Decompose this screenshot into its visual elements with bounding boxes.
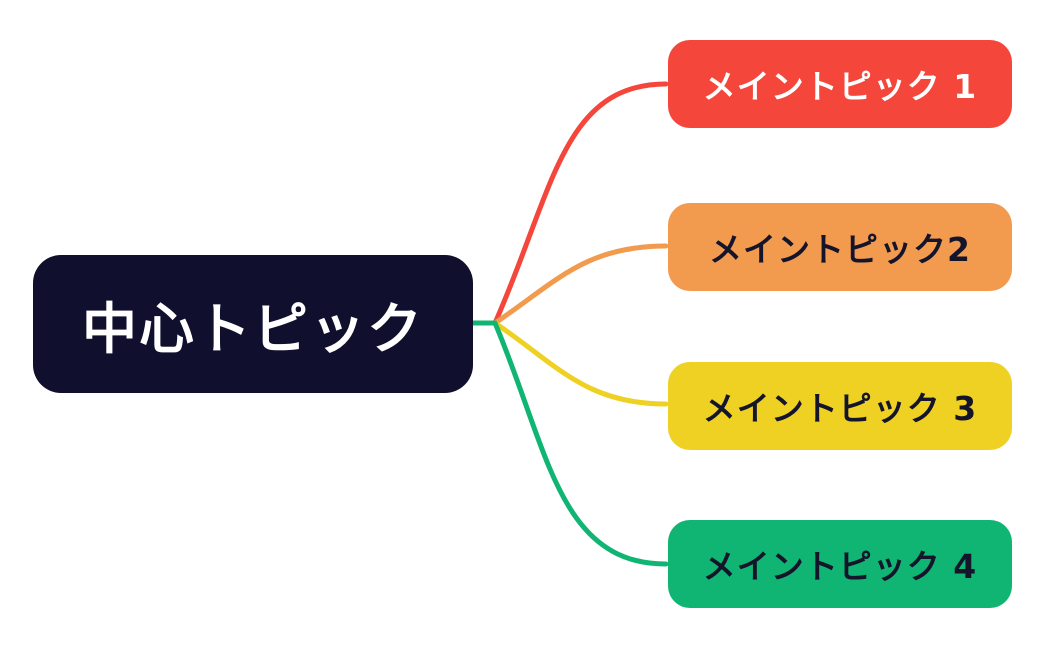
- branch-node-3[interactable]: メイントピック 3: [668, 362, 1012, 450]
- branch-node-3-label: メイントピック 3: [702, 389, 978, 428]
- connector-branch-3: [468, 320, 669, 407]
- connector-branch-1: [468, 81, 669, 326]
- branch-node-1-label: メイントピック 1: [702, 67, 978, 106]
- branch-node-1[interactable]: メイントピック 1: [668, 40, 1012, 128]
- branch-node-4[interactable]: メイントピック 4: [668, 520, 1012, 608]
- connector-branch-4: [468, 320, 669, 567]
- center-topic-node[interactable]: 中心トピック: [33, 255, 473, 393]
- branch-node-2[interactable]: メイントピック2: [668, 203, 1012, 291]
- connector-branch-2: [468, 243, 669, 326]
- branch-node-4-label: メイントピック 4: [702, 547, 978, 586]
- center-topic-label: 中心トピック: [81, 297, 424, 361]
- branch-node-2-label: メイントピック2: [709, 230, 971, 269]
